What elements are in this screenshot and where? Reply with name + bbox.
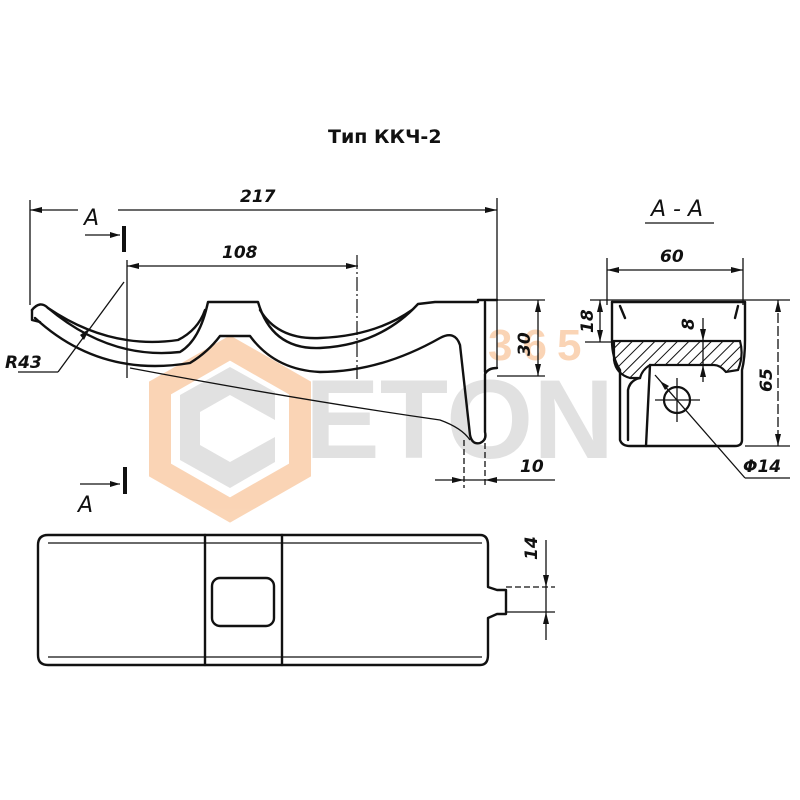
dim-section-height: 65 — [757, 368, 777, 392]
drawing-title: Тип ККЧ-2 — [328, 126, 442, 148]
watermark-brand: ETON — [305, 357, 614, 482]
watermark-number: 365 — [488, 321, 591, 370]
plan-view: A 14 — [36, 467, 555, 667]
watermark: ETON 365 — [149, 321, 614, 523]
dim-radius: R43 — [5, 353, 42, 373]
dim-hole-diameter: Φ14 — [743, 457, 781, 477]
dim-center-spacing: 108 — [222, 243, 258, 263]
dim-overall-length: 217 — [240, 187, 276, 207]
section-view: A - A 60 Φ14 — [578, 197, 790, 479]
dim-tab-width: 14 — [522, 536, 542, 560]
watermark-logo-icon — [149, 335, 311, 523]
dim-section-width: 60 — [660, 247, 684, 267]
dim-top-offset: 18 — [578, 309, 598, 333]
section-marker-top: A — [82, 206, 99, 231]
dim-plate-thickness: 8 — [679, 318, 699, 330]
plan-window — [210, 576, 276, 628]
section-marker-bottom: A — [76, 493, 93, 518]
front-view: 217 A 108 R43 30 — [5, 187, 555, 488]
dim-flange-thickness: 10 — [520, 457, 544, 477]
section-title: A - A — [649, 197, 703, 222]
dim-flange-height: 30 — [515, 332, 535, 356]
